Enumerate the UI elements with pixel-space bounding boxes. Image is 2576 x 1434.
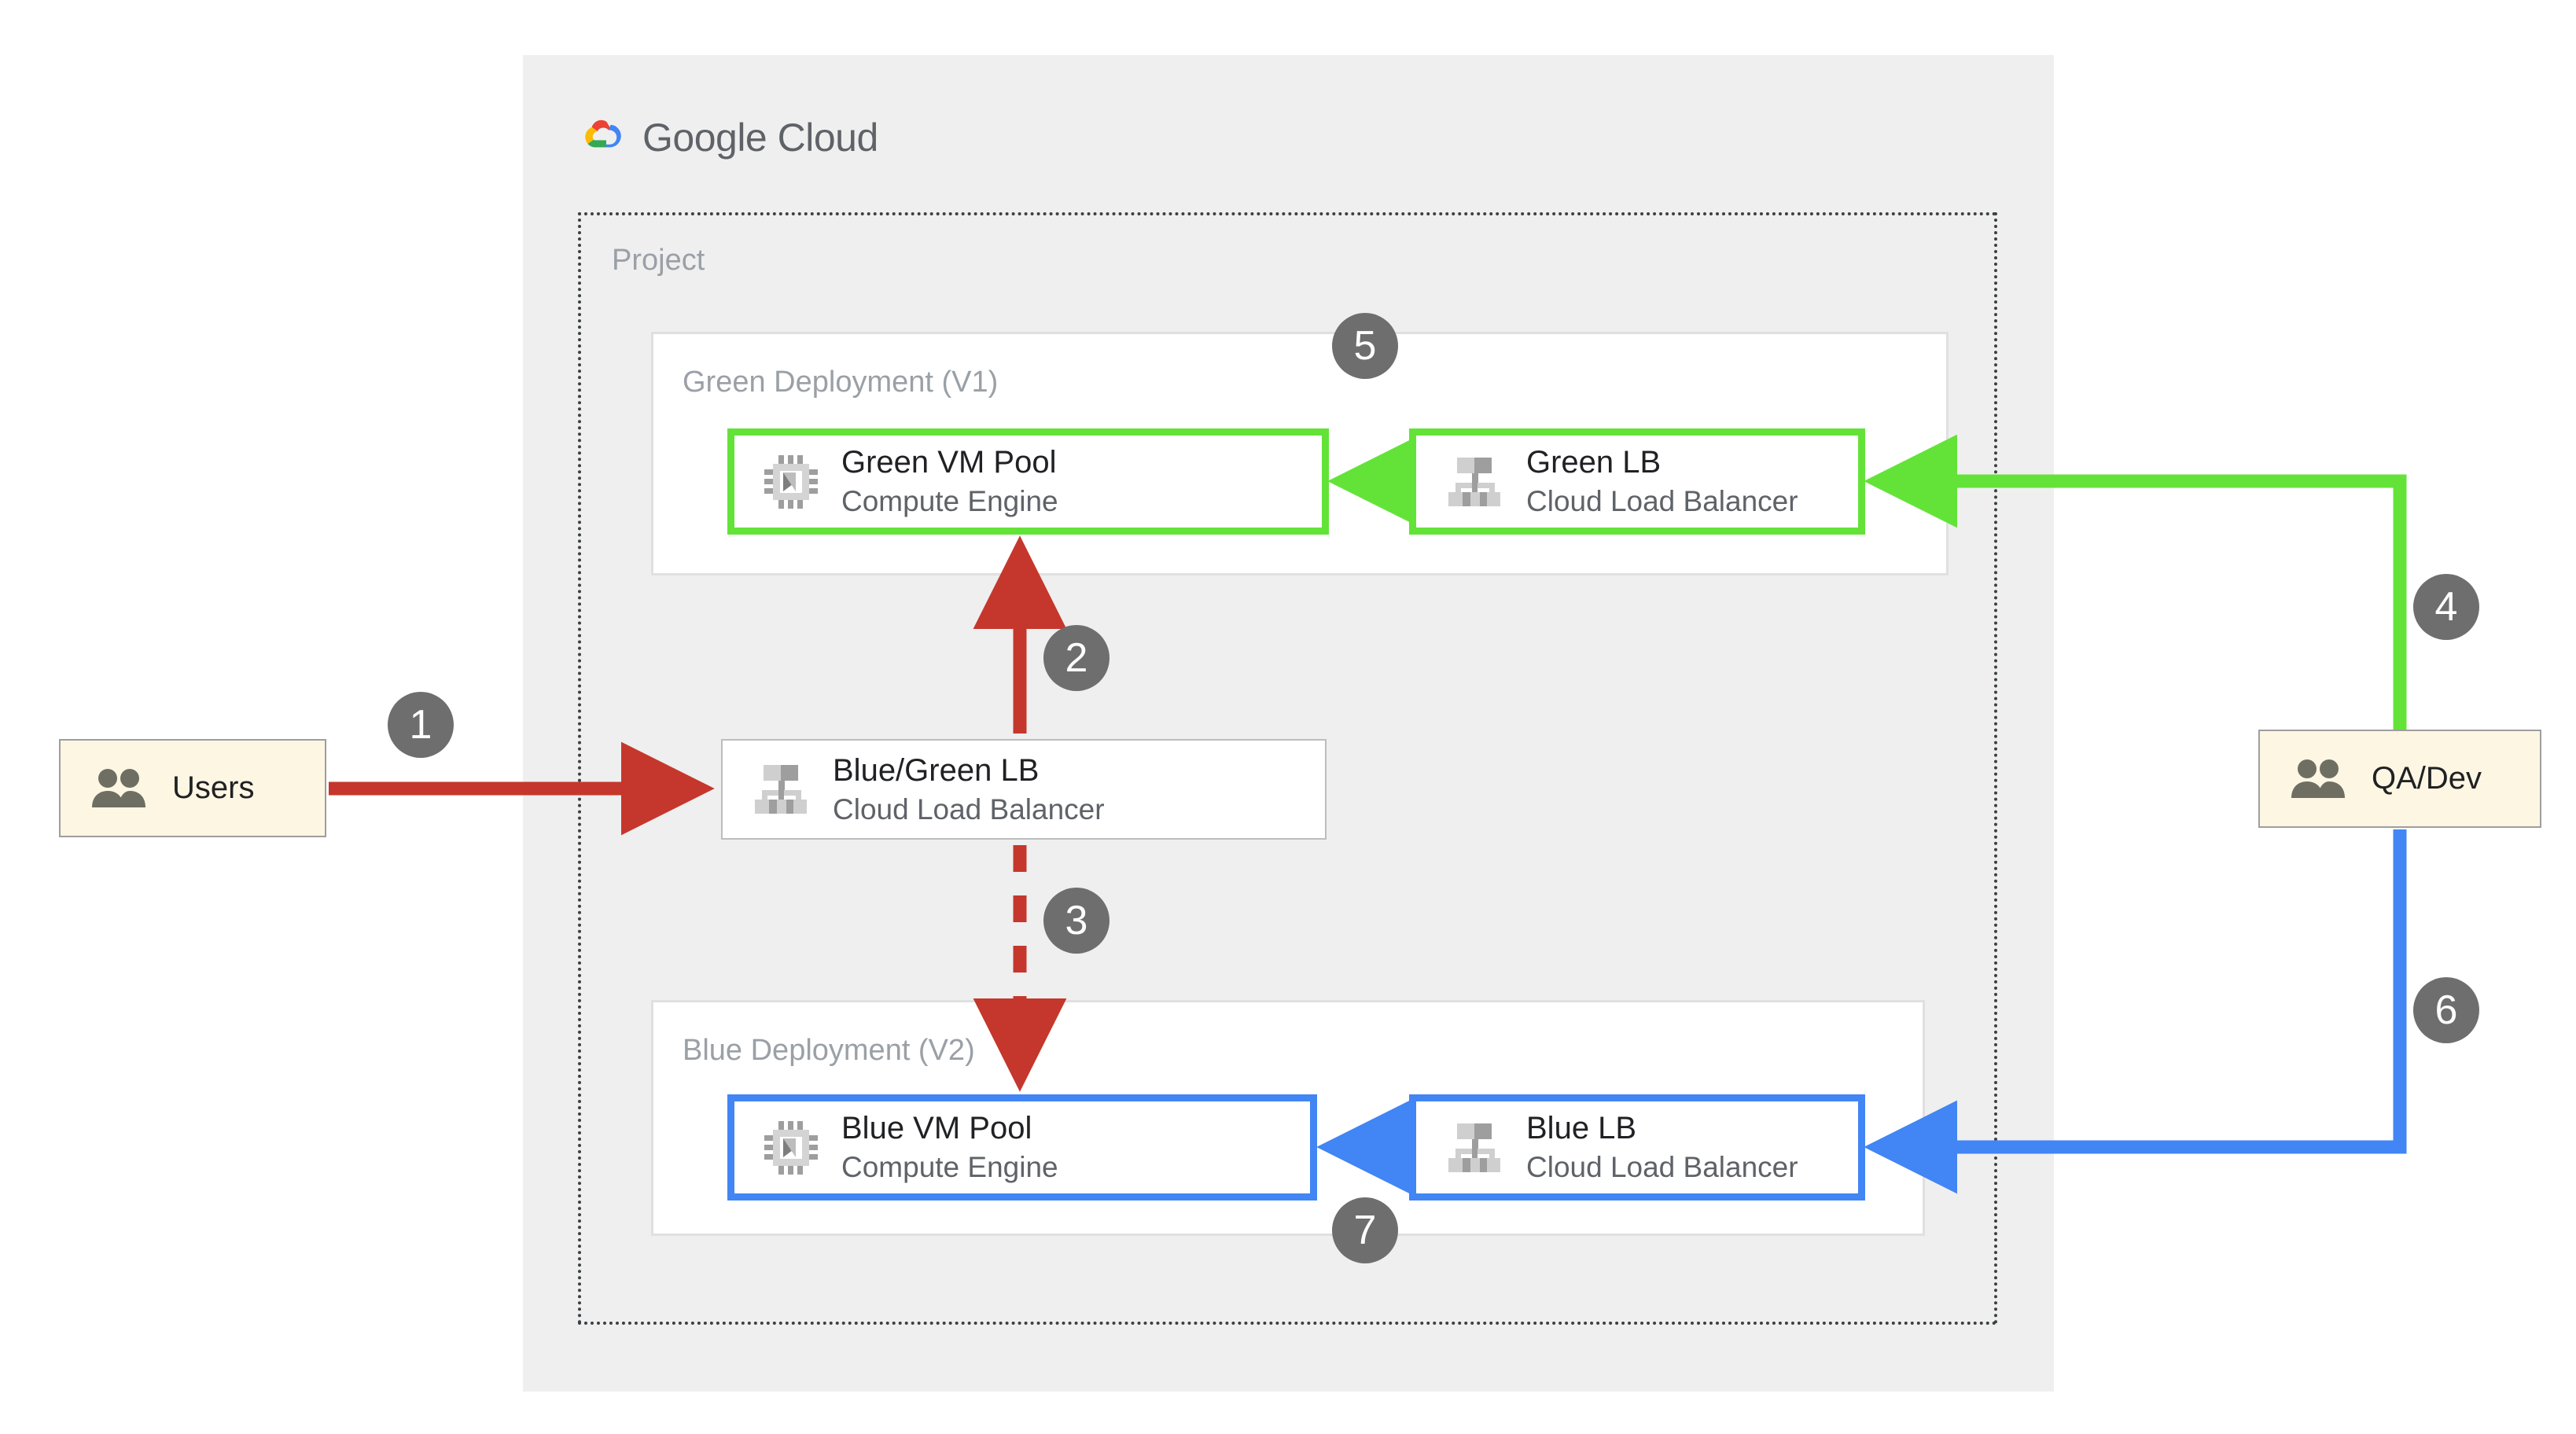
- green-deployment-label: Green Deployment (V1): [683, 366, 999, 399]
- node-users[interactable]: Users: [59, 739, 326, 837]
- people-icon: [90, 767, 149, 811]
- node-blue-lb[interactable]: Blue LB Cloud Load Balancer: [1409, 1094, 1865, 1201]
- node-qa-dev-title: QA/Dev: [2372, 760, 2482, 796]
- cpu-chip-icon: [764, 454, 818, 509]
- node-blue-vm-pool[interactable]: Blue VM Pool Compute Engine: [727, 1094, 1317, 1201]
- load-balancer-icon: [1446, 456, 1503, 508]
- node-green-vm-pool[interactable]: Green VM Pool Compute Engine: [727, 428, 1329, 535]
- load-balancer-icon: [753, 763, 809, 815]
- node-qa-dev[interactable]: QA/Dev: [2258, 730, 2541, 828]
- node-blue-green-lb-title: Blue/Green LB: [833, 752, 1040, 788]
- people-icon: [2290, 757, 2348, 801]
- node-blue-vm-pool-title: Blue VM Pool: [841, 1111, 1032, 1146]
- node-green-vm-pool-subtitle: Compute Engine: [841, 485, 1058, 518]
- node-blue-vm-pool-subtitle: Compute Engine: [841, 1151, 1058, 1184]
- node-green-vm-pool-title: Green VM Pool: [841, 445, 1057, 480]
- load-balancer-icon: [1446, 1122, 1503, 1174]
- node-blue-lb-title: Blue LB: [1526, 1111, 1637, 1146]
- step-badge-3: 3: [1043, 888, 1110, 954]
- step-badge-6: 6: [2413, 977, 2479, 1043]
- google-cloud-logo: Google Cloud: [578, 106, 1050, 169]
- node-blue-green-lb-subtitle: Cloud Load Balancer: [833, 792, 1105, 825]
- cpu-chip-icon: [764, 1120, 818, 1175]
- node-green-lb[interactable]: Green LB Cloud Load Balancer: [1409, 428, 1865, 535]
- blue-deployment-label: Blue Deployment (V2): [683, 1034, 975, 1067]
- node-green-lb-subtitle: Cloud Load Balancer: [1526, 485, 1798, 518]
- step-badge-2: 2: [1043, 625, 1110, 691]
- project-label: Project: [612, 244, 705, 277]
- step-badge-7: 7: [1332, 1197, 1398, 1263]
- project-boundary: [578, 212, 1997, 1325]
- step-badge-1: 1: [388, 692, 454, 758]
- google-cloud-logo-icon: [578, 116, 630, 159]
- node-users-title: Users: [172, 770, 255, 805]
- node-green-lb-title: Green LB: [1526, 445, 1662, 480]
- step-badge-4: 4: [2413, 574, 2479, 640]
- node-blue-lb-subtitle: Cloud Load Balancer: [1526, 1151, 1798, 1184]
- logo-text-cloud: Cloud: [777, 116, 879, 160]
- step-badge-5: 5: [1332, 313, 1398, 379]
- logo-text-google: Google: [642, 116, 767, 160]
- node-blue-green-lb[interactable]: Blue/Green LB Cloud Load Balancer: [721, 739, 1327, 840]
